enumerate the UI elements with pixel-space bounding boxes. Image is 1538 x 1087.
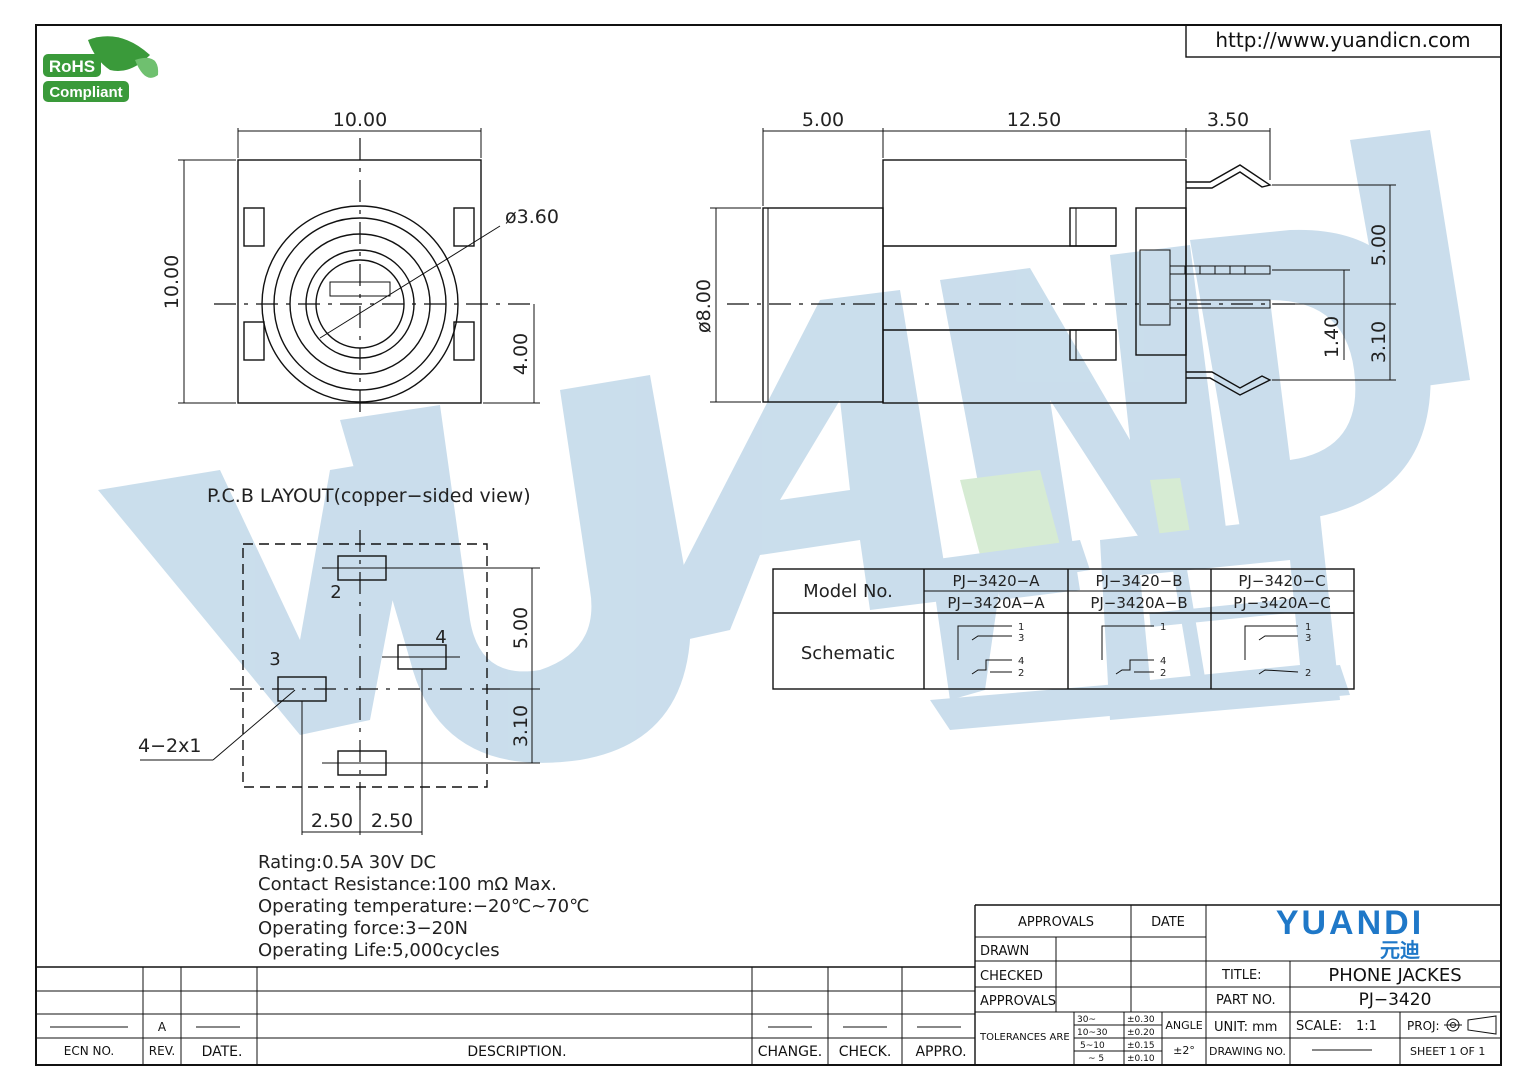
svg-text:TOLERANCES ARE: TOLERANCES ARE — [979, 1032, 1070, 1043]
url-text: http://www.yuandicn.com — [1215, 28, 1470, 52]
svg-text:ANGLE: ANGLE — [1165, 1019, 1202, 1032]
svg-text:RoHS: RoHS — [49, 57, 95, 76]
model-table: Model No. Schematic PJ−3420−A PJ−3420A−A… — [772, 568, 1355, 690]
svg-text:PJ−3420−B: PJ−3420−B — [1095, 572, 1182, 590]
svg-text:4.00: 4.00 — [510, 333, 532, 375]
svg-text:APPRO.: APPRO. — [915, 1044, 966, 1060]
svg-text:DESCRIPTION.: DESCRIPTION. — [467, 1044, 566, 1060]
projection-icon — [1444, 1015, 1497, 1035]
svg-text:DATE: DATE — [1151, 915, 1185, 930]
rohs-logo: RoHS Compliant — [43, 36, 159, 102]
svg-text:1: 1 — [1018, 622, 1024, 633]
front-view: 10.00 10.00 ø3.60 4.00 — [161, 109, 559, 420]
specifications: Rating:0.5A 30V DC Contact Resistance:10… — [258, 852, 589, 961]
svg-text:2: 2 — [1305, 668, 1311, 679]
side-view: 5.00 12.50 3.50 ø8.00 5.00 1.40 3.10 — [693, 109, 1396, 404]
spec-line: Operating force:3−20N — [258, 918, 468, 939]
svg-text:2: 2 — [330, 582, 341, 603]
svg-text:PJ−3420: PJ−3420 — [1359, 990, 1432, 1010]
svg-text:PJ−3420−A: PJ−3420−A — [952, 572, 1040, 590]
svg-text:PJ−3420A−B: PJ−3420A−B — [1090, 594, 1187, 612]
svg-text:PJ−3420A−A: PJ−3420A−A — [947, 594, 1045, 612]
svg-text:1.40: 1.40 — [1321, 316, 1343, 358]
svg-text:±2°: ±2° — [1173, 1044, 1195, 1057]
svg-text:ECN NO.: ECN NO. — [64, 1044, 115, 1058]
title-block: APPROVALS DATE DRAWN CHECKED APPROVALS T… — [975, 904, 1501, 1065]
svg-text:10~30: 10~30 — [1077, 1028, 1108, 1038]
svg-text:2: 2 — [1018, 668, 1024, 679]
svg-text:Model No.: Model No. — [803, 581, 893, 602]
svg-text:APPROVALS: APPROVALS — [980, 994, 1056, 1009]
svg-text:5.00: 5.00 — [1368, 224, 1390, 266]
pcb-title: P.C.B LAYOUT(copper−sided view) — [207, 485, 531, 507]
svg-text:4: 4 — [1018, 656, 1024, 667]
spec-line: Contact Resistance:100 mΩ Max. — [258, 874, 557, 895]
svg-text:Compliant: Compliant — [49, 84, 122, 101]
svg-text:30~: 30~ — [1077, 1015, 1096, 1025]
pcb-layout: P.C.B LAYOUT(copper−sided view) 2 4 3 4−… — [138, 485, 540, 835]
brand-logo-cn: 元迪 — [1380, 938, 1420, 962]
svg-text:4: 4 — [435, 627, 446, 648]
svg-text:3: 3 — [1018, 633, 1024, 644]
watermark — [98, 130, 1470, 763]
svg-text:10.00: 10.00 — [161, 255, 183, 309]
svg-text:PJ−3420A−C: PJ−3420A−C — [1233, 594, 1331, 612]
svg-text:PHONE JACKES: PHONE JACKES — [1328, 965, 1461, 986]
svg-text:5.00: 5.00 — [802, 109, 844, 131]
svg-text:±0.10: ±0.10 — [1127, 1054, 1155, 1064]
svg-text:12.50: 12.50 — [1007, 109, 1061, 131]
spec-line: Rating:0.5A 30V DC — [258, 852, 436, 873]
svg-text:1:1: 1:1 — [1356, 1019, 1377, 1034]
svg-text:3.50: 3.50 — [1207, 109, 1249, 131]
url-box: http://www.yuandicn.com — [1185, 24, 1502, 58]
brand-logo: YUANDI — [1276, 904, 1424, 942]
svg-text:1: 1 — [1160, 622, 1166, 633]
svg-text:2.50: 2.50 — [371, 810, 413, 832]
svg-text:DRAWN: DRAWN — [980, 944, 1029, 959]
svg-text:ø8.00: ø8.00 — [693, 279, 715, 333]
svg-text:TITLE:: TITLE: — [1221, 968, 1262, 983]
svg-text:APPROVALS: APPROVALS — [1018, 915, 1094, 930]
svg-text:±0.30: ±0.30 — [1127, 1015, 1155, 1025]
svg-text:3: 3 — [269, 649, 280, 670]
svg-text:CHECK.: CHECK. — [839, 1044, 892, 1060]
svg-text:DRAWING NO.: DRAWING NO. — [1209, 1045, 1286, 1058]
svg-text:1: 1 — [1305, 622, 1311, 633]
svg-text:3.10: 3.10 — [1368, 321, 1390, 363]
revision-block: A ECN NO. REV. DATE. DESCRIPTION. CHANGE… — [36, 905, 976, 1065]
svg-text:PJ−3420−C: PJ−3420−C — [1238, 572, 1325, 590]
svg-text:5.00: 5.00 — [510, 607, 532, 649]
svg-text:2.50: 2.50 — [311, 810, 353, 832]
svg-text:±0.20: ±0.20 — [1127, 1028, 1155, 1038]
schematic-a: 1 3 4 2 — [957, 622, 1024, 679]
svg-text:ø3.60: ø3.60 — [505, 206, 559, 228]
svg-text:SCALE:: SCALE: — [1296, 1019, 1342, 1034]
svg-text:10.00: 10.00 — [333, 109, 387, 131]
svg-text:~ 5: ~ 5 — [1088, 1054, 1104, 1064]
svg-text:A: A — [158, 1020, 167, 1034]
svg-text:3: 3 — [1305, 633, 1311, 644]
svg-text:3.10: 3.10 — [510, 705, 532, 747]
svg-text:PART NO.: PART NO. — [1216, 993, 1276, 1008]
svg-text:UNIT: mm: UNIT: mm — [1214, 1020, 1277, 1035]
svg-text:2: 2 — [1160, 668, 1166, 679]
svg-text:DATE.: DATE. — [202, 1044, 243, 1060]
spec-line: Operating Life:5,000cycles — [258, 940, 500, 961]
sheet-border — [35, 24, 1502, 1066]
svg-text:PROJ:: PROJ: — [1407, 1019, 1440, 1033]
svg-text:CHANGE.: CHANGE. — [758, 1044, 823, 1060]
schematic-c: 1 3 2 — [1244, 622, 1311, 679]
svg-text:±0.15: ±0.15 — [1127, 1041, 1155, 1051]
svg-text:4: 4 — [1160, 656, 1166, 667]
svg-text:CHECKED: CHECKED — [980, 969, 1043, 984]
spec-line: Operating temperature:−20℃~70℃ — [258, 896, 589, 917]
schematic-b: 1 4 2 — [1101, 622, 1166, 679]
svg-text:SHEET 1 OF 1: SHEET 1 OF 1 — [1410, 1045, 1485, 1058]
svg-text:Schematic: Schematic — [801, 643, 895, 664]
svg-text:5~10: 5~10 — [1080, 1041, 1105, 1051]
svg-text:4−2x1: 4−2x1 — [138, 735, 201, 757]
svg-text:REV.: REV. — [149, 1044, 175, 1058]
